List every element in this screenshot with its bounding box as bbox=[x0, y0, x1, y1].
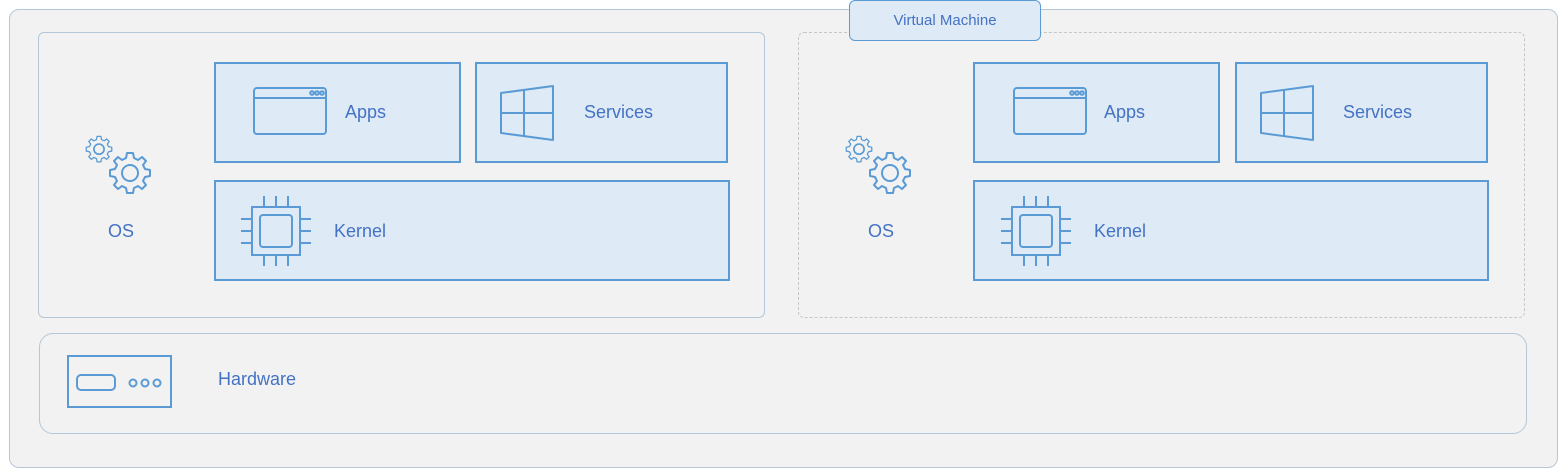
hardware-label: Hardware bbox=[218, 369, 297, 389]
vm-kernel-label: Kernel bbox=[1094, 221, 1147, 241]
host-services-label: Services bbox=[584, 102, 654, 122]
host-apps-label: Apps bbox=[345, 102, 387, 122]
windows-logo-icon bbox=[500, 85, 554, 141]
hardware-panel bbox=[39, 333, 1527, 434]
cpu-chip-icon bbox=[1001, 196, 1071, 266]
app-window-icon bbox=[1013, 87, 1087, 135]
hardware-device-icon bbox=[67, 355, 172, 408]
vm-os-label: OS bbox=[868, 221, 895, 241]
virtual-machine-tab: Virtual Machine bbox=[849, 0, 1041, 41]
host-apps-box bbox=[214, 62, 461, 163]
cpu-chip-icon bbox=[241, 196, 311, 266]
windows-logo-icon bbox=[1260, 85, 1314, 141]
host-kernel-label: Kernel bbox=[334, 221, 387, 241]
vm-apps-box bbox=[973, 62, 1220, 163]
app-window-icon bbox=[253, 87, 327, 135]
vm-services-label: Services bbox=[1343, 102, 1413, 122]
virtual-machine-label: Virtual Machine bbox=[893, 12, 997, 29]
host-os-label: OS bbox=[108, 221, 135, 241]
gears-icon bbox=[845, 135, 911, 194]
vm-apps-label: Apps bbox=[1104, 102, 1146, 122]
gears-icon bbox=[85, 135, 151, 194]
